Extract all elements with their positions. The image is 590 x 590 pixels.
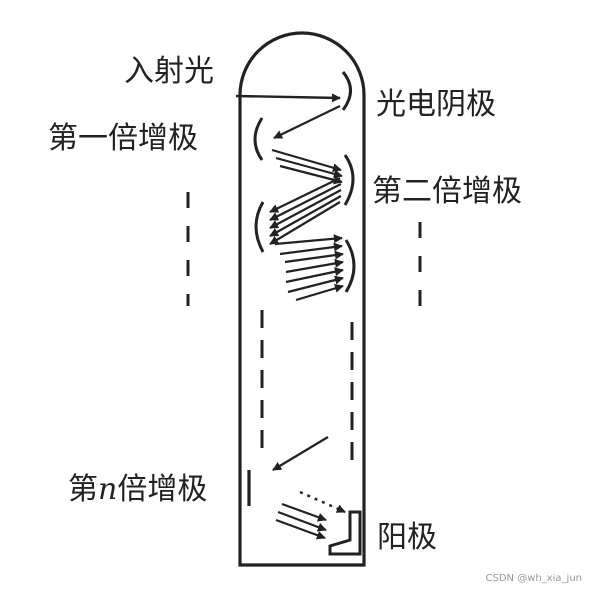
electron-arrow <box>269 195 342 237</box>
electron-arrow <box>285 258 344 274</box>
label-dynode-n-var: n <box>98 472 118 507</box>
electron-arrow <box>269 177 341 213</box>
electron-arrow <box>287 275 344 294</box>
watermark: CSDN @wh_xia_jun <box>485 573 582 584</box>
photocathode-electrode <box>341 71 352 111</box>
label-anode: 阳极 <box>377 520 437 555</box>
electron-arrow <box>281 502 327 522</box>
electron-arrow <box>277 510 327 532</box>
electron-arrow <box>271 148 342 173</box>
label-photocathode: 光电阴极 <box>376 87 496 122</box>
dynode-4-electrode <box>344 239 356 293</box>
electron-arrow <box>279 242 343 256</box>
anode-electrode <box>328 510 362 556</box>
label-dynode-1: 第一倍增极 <box>48 121 198 156</box>
electron-arrow <box>273 105 341 139</box>
electron-arrow <box>275 518 326 540</box>
tube-envelope <box>238 31 366 567</box>
electron-arrow <box>274 234 343 246</box>
label-dynode-n: 第n倍增极 <box>68 473 207 507</box>
label-dynode-n-prefix: 第 <box>68 472 98 507</box>
electron-arrow <box>269 189 342 229</box>
label-incident-light: 入射光 <box>124 54 214 89</box>
electron-arrow <box>269 183 342 221</box>
electron-arrow <box>272 436 329 471</box>
electron-arrow <box>279 164 343 185</box>
electron-arrow <box>269 201 341 245</box>
dynode-2-electrode <box>343 154 355 206</box>
dynode-3-electrode <box>254 201 265 253</box>
electron-arrow <box>275 156 343 179</box>
label-dynode-2: 第二倍增极 <box>372 174 522 209</box>
electron-arrow <box>284 250 344 264</box>
label-dynode-n-suffix: 倍增极 <box>117 472 208 507</box>
electron-arrow <box>285 267 344 284</box>
electron-arrow-dotted <box>299 490 346 514</box>
electron-arrow <box>295 283 344 302</box>
incident-light-arrow <box>235 93 341 103</box>
dynode-1-electrode <box>253 117 264 161</box>
